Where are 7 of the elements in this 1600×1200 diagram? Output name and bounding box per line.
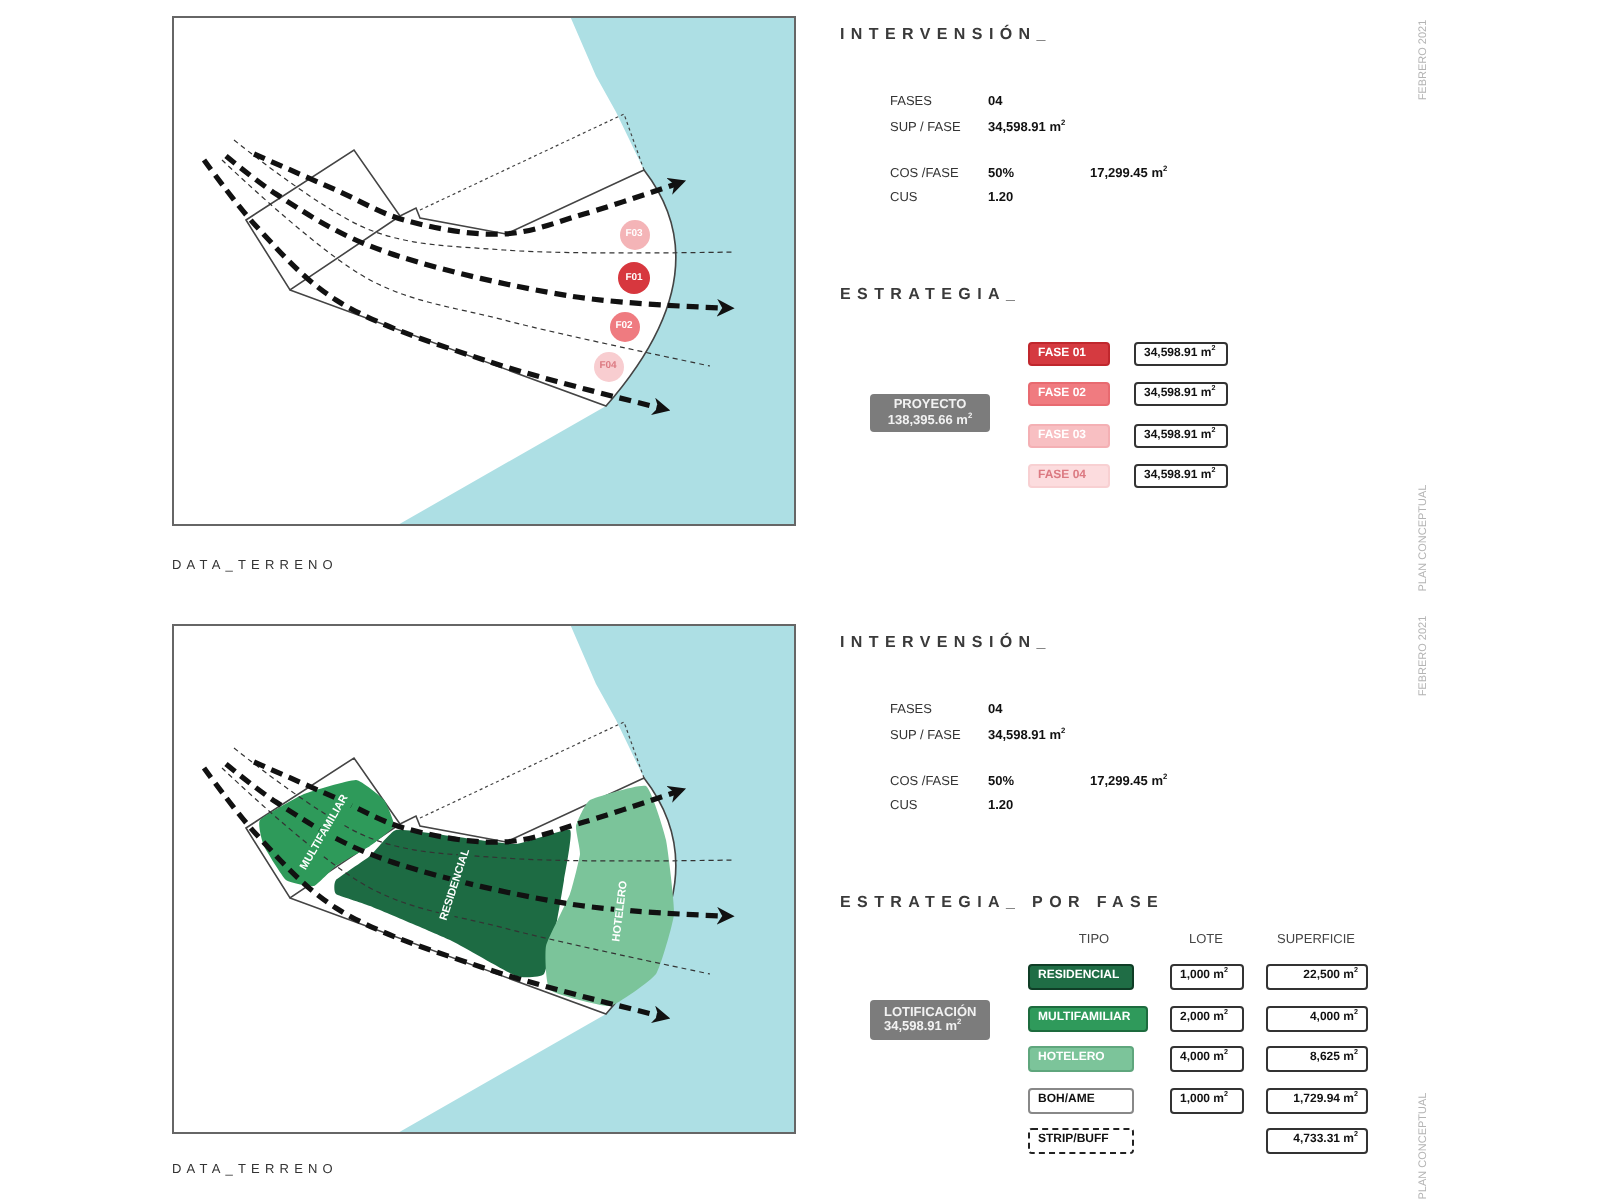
land-use-zone	[546, 786, 674, 1006]
section-heading: ESTRATEGIA_ POR FASE	[840, 895, 1165, 913]
summary-panel	[870, 1000, 990, 1040]
section-heading: INTERVENSIÓN_	[840, 27, 1052, 45]
section-heading: ESTRATEGIA_	[840, 287, 1022, 305]
summary-panel	[870, 394, 990, 432]
section-heading: INTERVENSIÓN_	[840, 635, 1052, 653]
